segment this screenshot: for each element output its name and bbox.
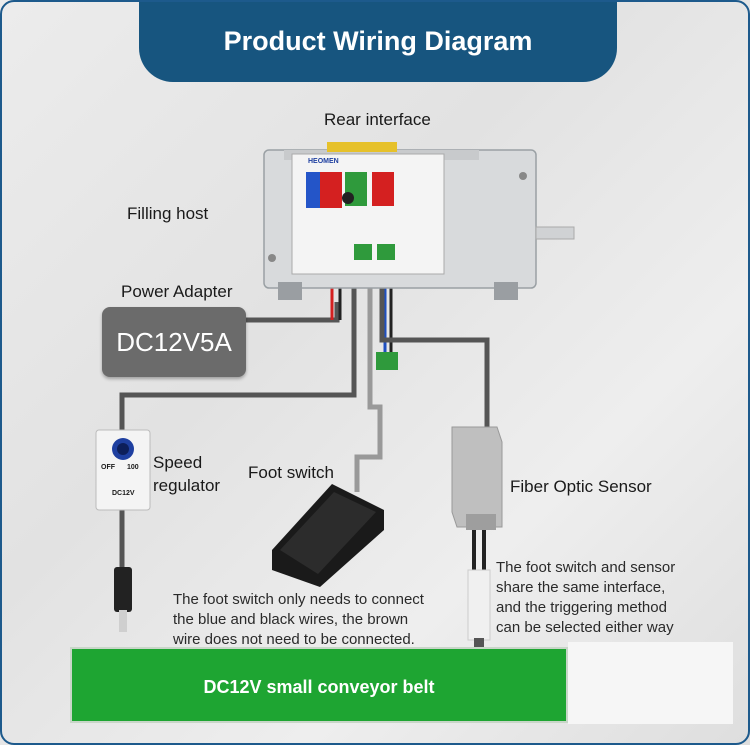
fiber-optic-sensor xyxy=(451,426,503,530)
speed-regulator xyxy=(95,429,151,511)
regulator-voltage-label: DC12V xyxy=(112,490,135,497)
regulator-cable xyxy=(119,267,357,430)
rear-interface-label: Rear interface xyxy=(324,110,431,129)
foot-switch-label: Foot switch xyxy=(248,463,334,482)
sensor-note-line: and the triggering method xyxy=(496,599,667,616)
speed-regulator-label-1: Speed xyxy=(153,453,203,472)
foot-switch-note: The foot switch only needs to connect th… xyxy=(173,590,424,650)
foot-switch-pedal xyxy=(272,484,384,587)
foot-switch-note-line: The foot switch only needs to connect xyxy=(173,591,424,608)
filling-host xyxy=(263,142,575,300)
sensor-note-line: The foot switch and sensor xyxy=(496,559,676,576)
fiber-optic-sensor-label: Fiber Optic Sensor xyxy=(510,477,652,496)
host-brand: HEOMEN xyxy=(308,158,339,165)
sensor-note-line: share the same interface, xyxy=(496,579,666,596)
conveyor-belt-label: DC12V small conveyor belt xyxy=(203,677,435,697)
power-adapter: DC12V5A xyxy=(102,307,246,377)
power-cable xyxy=(246,302,340,323)
regulator-off-label: OFF xyxy=(101,464,115,471)
belt-side-panel xyxy=(568,642,733,724)
conveyor-belt: DC12V small conveyor belt xyxy=(70,647,568,723)
adapter-rating: DC12V5A xyxy=(116,327,232,357)
filling-host-label: Filling host xyxy=(127,204,209,223)
page-title: Product Wiring Diagram xyxy=(223,26,533,56)
foot-switch-note-line: the blue and black wires, the brown xyxy=(173,611,409,628)
foot-switch-note-line: wire does not need to be connected. xyxy=(173,631,415,648)
speed-regulator-label-2: regulator xyxy=(153,476,221,495)
sensor-cable xyxy=(379,267,490,432)
sensor-note-line: can be selected either way xyxy=(496,619,674,636)
foot-switch-terminal xyxy=(376,352,398,370)
power-adapter-label: Power Adapter xyxy=(121,282,233,301)
title-bar: Product Wiring Diagram xyxy=(139,2,617,82)
sensor-note: The foot switch and sensor share the sam… xyxy=(496,558,675,638)
regulator-100-label: 100 xyxy=(127,464,139,471)
dc-plug xyxy=(114,567,132,632)
foot-switch-cable xyxy=(354,270,383,492)
